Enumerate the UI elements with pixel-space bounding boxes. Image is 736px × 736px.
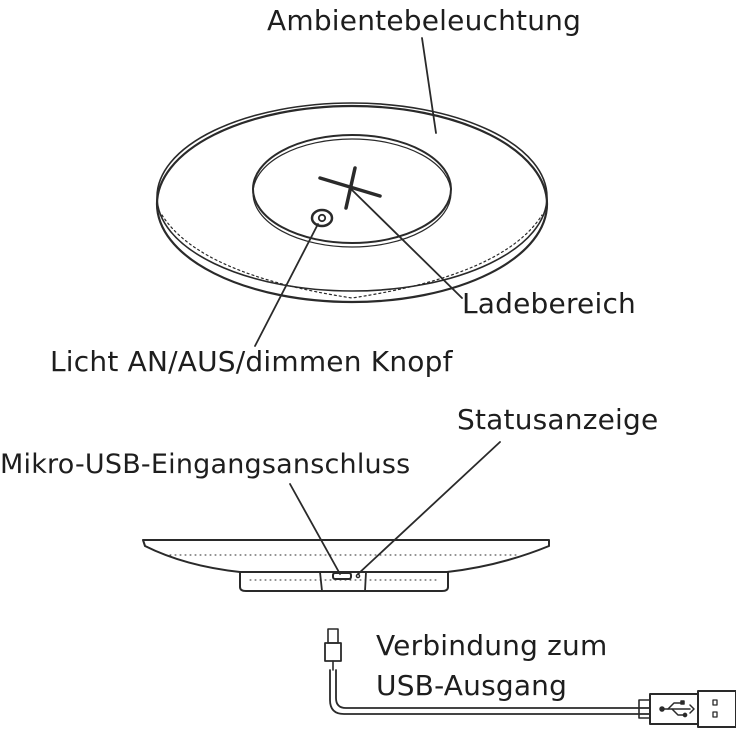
light-button-icon — [310, 208, 334, 228]
micro-usb-leader — [289, 483, 341, 575]
ambient-light-label: Ambientebeleuchtung — [267, 4, 582, 37]
micro-usb-plug-icon — [327, 628, 339, 644]
micro-usb-port-icon — [332, 572, 352, 580]
light-button-leader — [254, 223, 319, 347]
usb-symbol-icon — [659, 700, 695, 718]
status-leader — [357, 441, 501, 575]
charging-area-label: Ladebereich — [462, 287, 637, 320]
usb-connection-label-line1: Verbindung zum — [376, 629, 608, 662]
usb-connection-label-line2: USB-Ausgang — [376, 669, 568, 702]
charger-pad-top-view — [155, 102, 549, 304]
ambient-light-leader — [421, 37, 437, 134]
charging-area-leader — [349, 187, 463, 299]
status-indicator-label: Statusanzeige — [457, 403, 659, 436]
usb-cable — [324, 628, 736, 728]
charger-pad-side-view — [142, 539, 550, 592]
micro-usb-input-label: Mikro-USB-Eingangsanschluss — [0, 449, 411, 480]
light-button-label: Licht AN/AUS/dimmen Knopf — [50, 345, 453, 378]
